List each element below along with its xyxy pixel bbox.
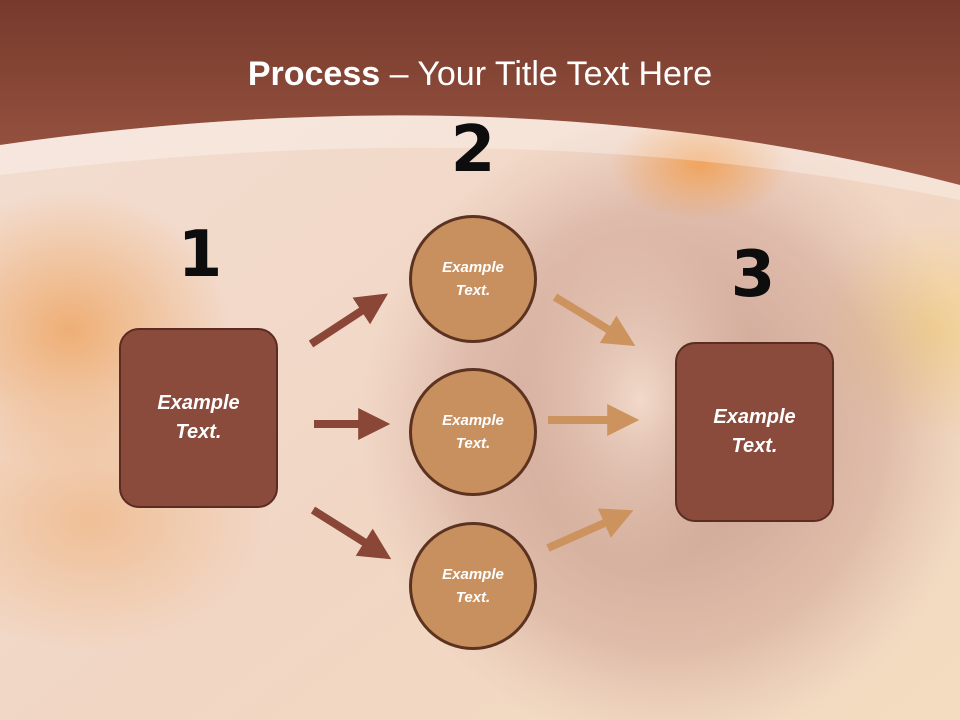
step-number-3: 3: [730, 238, 776, 312]
step-3-box-label: Example Text.: [713, 406, 796, 457]
circle-top-label: Example Text.: [442, 259, 504, 299]
title-rest: Your Title Text Here: [417, 55, 713, 93]
page-title: Process – Your Title Text Here: [0, 50, 960, 98]
arrow-bottom-circle-to-right: [546, 508, 634, 552]
step-2-circle-middle: Example Text.: [409, 368, 537, 496]
step-1-box-label: Example Text.: [157, 392, 240, 443]
step-2-circle-top: Example Text.: [409, 215, 537, 343]
title-bold: Process: [247, 55, 381, 93]
step-3-box: Example Text.: [675, 342, 834, 522]
arrow-top-circle-to-right: [552, 293, 636, 346]
step-2-circle-bottom: Example Text.: [409, 522, 537, 650]
circle-bottom-label: Example Text.: [442, 566, 504, 606]
step-number-1: 1: [177, 218, 223, 292]
arrow-left-to-top-circle: [308, 293, 389, 348]
step-number-2: 2: [450, 113, 496, 187]
step-1-box: Example Text.: [119, 328, 278, 508]
title-dash: –: [380, 55, 418, 93]
arrow-left-to-bottom-circle: [310, 506, 392, 560]
circle-middle-label: Example Text.: [442, 412, 504, 452]
